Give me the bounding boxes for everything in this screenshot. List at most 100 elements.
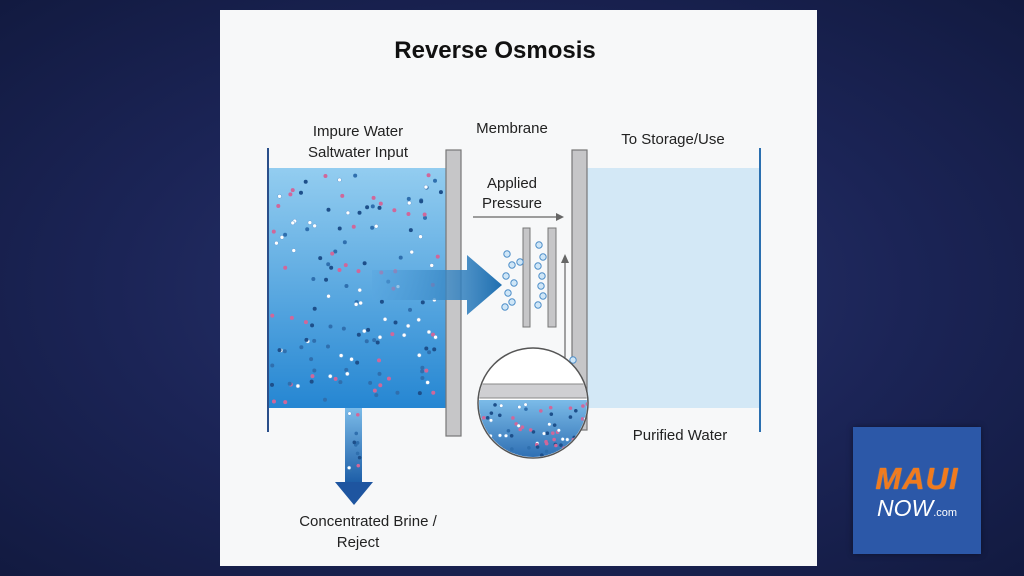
label-saltwater-input: Saltwater Input	[308, 144, 409, 161]
water-molecule	[538, 272, 546, 280]
particle	[506, 428, 511, 433]
particle	[398, 255, 403, 260]
particle	[337, 267, 342, 272]
particle	[497, 433, 503, 438]
particle	[309, 357, 314, 362]
particle	[362, 261, 367, 266]
particle	[298, 190, 303, 195]
particle	[375, 340, 380, 345]
particle	[345, 210, 351, 216]
particle	[276, 203, 281, 208]
brine-particles	[347, 411, 362, 472]
particle	[345, 371, 350, 377]
water-molecule	[516, 258, 524, 266]
particle	[416, 317, 421, 323]
particle	[556, 428, 561, 433]
particle	[270, 313, 275, 318]
particle	[366, 327, 371, 332]
particle	[352, 440, 357, 445]
particle	[393, 320, 398, 325]
particle	[544, 439, 548, 444]
particle	[283, 400, 288, 405]
particle	[333, 249, 338, 254]
particle	[420, 369, 425, 374]
particle	[343, 263, 348, 268]
particle	[560, 437, 565, 442]
particle	[365, 205, 370, 210]
particle	[420, 365, 425, 370]
particle	[307, 220, 313, 225]
particle	[420, 376, 425, 381]
water-molecule	[537, 282, 545, 290]
particle	[544, 449, 549, 454]
particle	[429, 263, 434, 268]
particle	[433, 334, 438, 340]
particle	[270, 382, 275, 387]
membrane-inner-2	[547, 227, 557, 328]
pressure-arrow-icon	[556, 213, 564, 221]
water-molecule	[504, 289, 512, 297]
particle	[311, 277, 316, 282]
particle	[419, 199, 424, 204]
particle	[422, 212, 427, 217]
particle	[364, 339, 369, 344]
particle	[312, 338, 317, 343]
particle	[372, 338, 377, 343]
particle	[581, 404, 585, 408]
particle	[271, 229, 276, 234]
particle	[524, 407, 528, 411]
particle	[568, 415, 573, 419]
particle	[340, 193, 345, 198]
particle	[378, 383, 383, 388]
particle	[309, 379, 314, 384]
particle	[559, 443, 563, 447]
particle	[356, 332, 361, 337]
flow-arrow-icon	[372, 255, 502, 315]
particle	[329, 265, 334, 270]
label-pressure: Pressure	[482, 195, 542, 212]
particle	[279, 235, 285, 240]
particle	[379, 299, 384, 304]
particle	[323, 173, 328, 178]
particle	[328, 324, 333, 329]
label-purified-water: Purified Water	[633, 427, 727, 444]
particle	[377, 334, 383, 340]
particle	[435, 254, 440, 259]
particle	[510, 447, 514, 451]
particle	[333, 376, 338, 381]
particle	[288, 192, 293, 197]
label-impure-water: Impure Water	[313, 123, 403, 140]
particle	[423, 215, 428, 220]
particle	[310, 323, 315, 328]
particle	[344, 284, 349, 289]
particle	[549, 412, 554, 416]
particle	[378, 201, 383, 206]
water-molecule	[508, 261, 516, 269]
particle	[270, 363, 275, 368]
particle	[283, 232, 288, 237]
particle	[539, 453, 544, 457]
brine-stream	[345, 408, 362, 482]
water-molecule	[510, 279, 518, 287]
particle	[548, 405, 553, 410]
particle	[509, 434, 514, 438]
particle	[407, 200, 412, 206]
maui-now-logo: MAUI NOW.com	[853, 427, 981, 554]
particle	[357, 455, 362, 460]
particle	[528, 428, 533, 432]
particle	[358, 300, 363, 306]
particle	[518, 427, 523, 432]
particle	[370, 204, 375, 209]
particle	[374, 224, 379, 229]
particle	[355, 360, 360, 365]
particle	[499, 403, 504, 408]
particle	[535, 445, 540, 449]
label-applied: Applied	[487, 175, 537, 192]
diagram-title: Reverse Osmosis	[394, 37, 595, 64]
particle	[326, 293, 331, 299]
particle	[326, 207, 331, 212]
particle	[291, 248, 297, 253]
water-molecule	[534, 301, 542, 309]
membrane-inner-1	[522, 227, 531, 328]
